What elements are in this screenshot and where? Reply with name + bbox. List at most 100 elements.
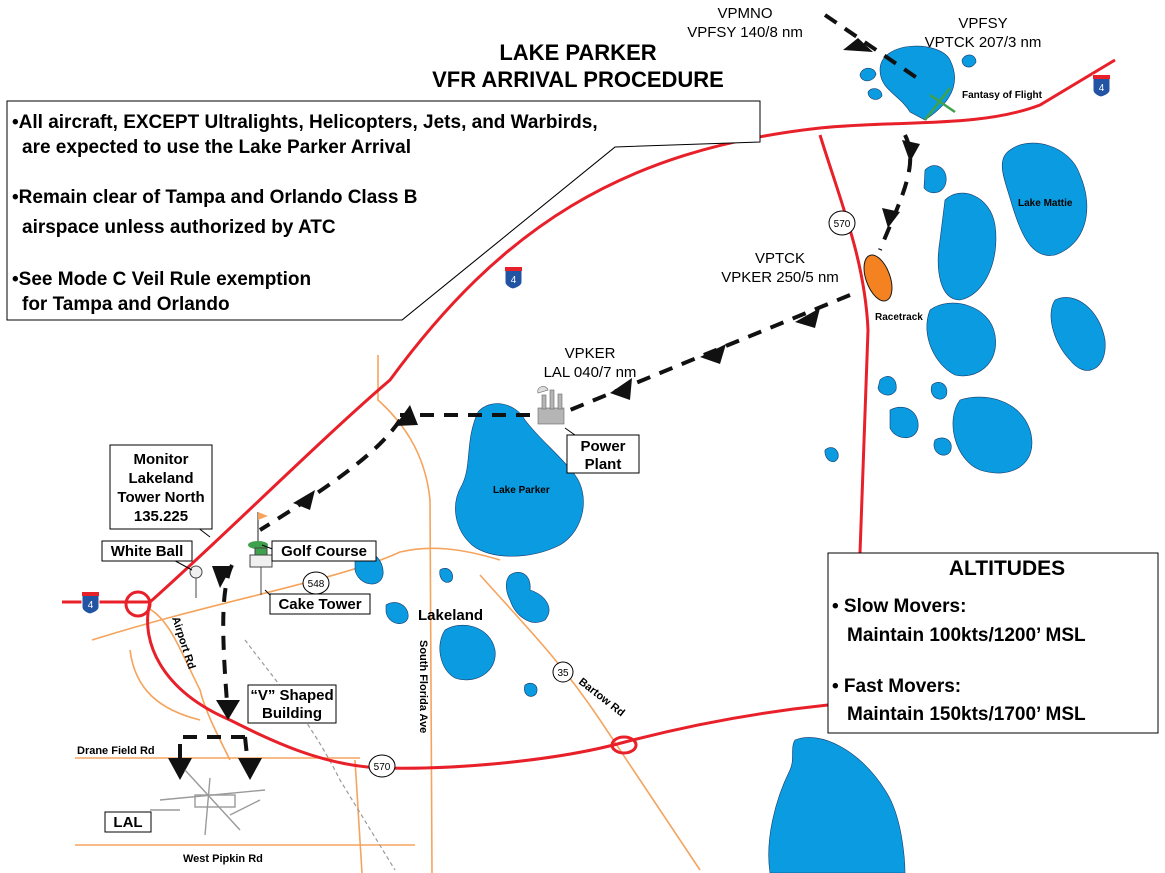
lal-label: LAL [113,814,142,831]
lake-parker [455,403,584,557]
arrowhead-10 [216,700,240,720]
lake-j [824,447,839,462]
route-570-north [818,134,870,554]
i4-shield-sw-label: 4 [88,600,94,611]
lake-m [505,571,550,623]
v-building-line-1: “V” Shaped [250,687,333,704]
fantasy-of-flight-marker [924,87,956,121]
label-drane-field-rd: Drane Field Rd [77,745,155,757]
callout-white-ball: White Ball [101,540,193,562]
monitor-line-3: Tower North [117,489,204,506]
route-v-to-lal-right [243,736,250,766]
label-fantasy-of-flight: Fantasy of Flight [962,90,1043,101]
altitudes-slow-label: • Slow Movers: [832,596,966,617]
arrowhead-9 [212,566,232,588]
shield-570-south-label: 570 [374,762,391,773]
v-building-line-2: Building [262,705,322,722]
railroad [244,639,396,871]
lake-g [952,396,1033,474]
lake-small-a [859,67,877,82]
wp-vpmno-name: VPMNO [717,5,772,22]
interchange-i4 [124,590,152,618]
arrowhead-6 [610,378,632,400]
lake-mattie [1001,142,1088,256]
white-ball-label: White Ball [111,543,184,560]
lake-f [930,382,948,400]
label-lakeland: Lakeland [418,607,483,624]
note-1-line-1: •All aircraft, EXCEPT Ultralights, Helic… [12,112,598,133]
arrowhead-8 [293,490,315,510]
label-west-pipkin-rd: West Pipkin Rd [183,853,263,865]
cake-tower-label: Cake Tower [278,596,361,613]
lake-b [937,192,997,301]
altitudes-fast-value: Maintain 150kts/1700’ MSL [847,704,1086,725]
label-lake-parker: Lake Parker [493,485,550,496]
route-vpfsy-to-vptck [878,134,913,251]
callout-monitor-tower: Monitor Lakeland Tower North 135.225 [109,444,213,530]
callout-cake-tower: Cake Tower [269,593,371,615]
arrowhead-5 [700,344,726,364]
altitudes-fast-label: • Fast Movers: [832,676,961,697]
white-ball-icon [189,565,203,598]
power-plant-line-2: Plant [585,456,622,473]
golf-flag-icon [248,512,268,549]
route-lakeparker-to-golf [258,418,402,532]
shield-570-north: 570 [828,210,856,236]
i4-shield-sw: 4 [81,591,100,615]
lake-e [877,376,897,396]
route-golf-to-v-building [221,564,234,716]
arrowhead-11 [168,758,192,780]
cake-tower-icon [249,547,273,595]
i4-shield-mid: 4 [504,266,523,290]
altitudes-heading: ALTITUDES [949,557,1065,580]
route-vpmno-to-vpfsy [823,13,922,82]
arrowhead-2 [902,140,920,162]
lal-airport-diagram [150,769,266,836]
shield-35: 35 [552,661,574,683]
arrowhead-1 [843,38,873,52]
wp-vpker-bearing: LAL 040/7 nm [544,364,637,381]
wp-vpfsy-name: VPFSY [958,15,1007,32]
road-south-florida [377,355,433,873]
lake-p [524,682,538,697]
lake-l [439,568,453,583]
wp-vptck-bearing: VPKER 250/5 nm [721,269,839,286]
arrowhead-12 [238,758,262,780]
lake-h [889,406,919,439]
interstate-4 [62,58,1116,604]
callout-v-building: “V” Shaped Building [247,684,337,724]
note-2-line-2: airspace unless authorized by ATC [22,217,336,238]
route-arrowheads [168,38,920,780]
note-3-line-1: •See Mode C Veil Rule exemption [12,269,311,290]
road-bartow [479,574,701,871]
lake-fantasy [879,45,955,121]
shield-548-label: 548 [308,579,325,590]
route-v-to-lal-left [178,735,245,765]
road-extra-1 [354,759,363,873]
shield-35-label: 35 [557,668,569,679]
lake-q [768,737,906,873]
monitor-line-2: Lakeland [128,470,193,487]
callout-golf-course: Golf Course [271,540,377,562]
label-lake-mattie: Lake Mattie [1018,198,1073,209]
secondary-roads [75,355,701,873]
arrowhead-3 [882,208,900,228]
shield-548: 548 [302,571,330,595]
monitor-frequency: 135.225 [134,508,188,525]
arrowhead-7 [395,405,418,426]
label-airport-rd: Airport Rd [169,615,197,670]
road-airport [147,607,231,761]
label-south-florida-ave: South Florida Ave [417,640,429,733]
note-1-line-2: are expected to use the Lake Parker Arri… [22,137,411,158]
wp-vpmno-bearing: VPFSY 140/8 nm [687,24,803,41]
i4-shield-ne-label: 4 [1099,83,1105,94]
interchange-bartow [610,735,638,755]
lake-d [926,302,996,377]
note-3-line-2: for Tampa and Orlando [22,294,230,315]
shield-570-north-label: 570 [834,219,851,230]
lake-i [933,437,952,456]
lake-n [385,602,409,624]
altitudes-slow-value: Maintain 100kts/1200’ MSL [847,625,1086,646]
power-plant-icon [537,386,565,425]
